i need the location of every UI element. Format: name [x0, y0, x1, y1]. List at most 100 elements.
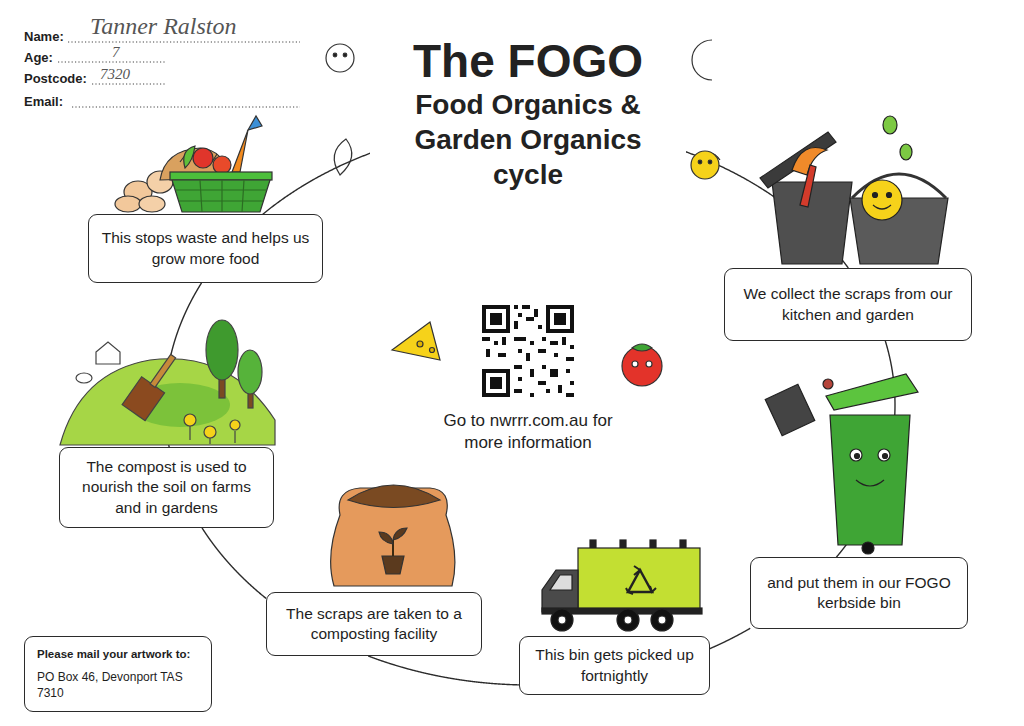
doodle-decoration: [691, 151, 719, 179]
farm-scene: [206, 320, 238, 380]
garbage-truck: [658, 616, 666, 624]
qr-code: [546, 305, 574, 333]
cycle-arc: [202, 528, 266, 598]
doodle-decoration: [326, 44, 354, 72]
form-field-line: [58, 42, 300, 107]
wheelie-bin: [850, 449, 862, 461]
address-heading: Please mail your artwork to:: [37, 647, 190, 663]
wheelie-bin: [856, 480, 884, 486]
qr-code: [490, 377, 502, 389]
farm-scene: [60, 320, 275, 445]
doodle-decoration: [392, 322, 440, 360]
garbage-truck: [650, 540, 656, 548]
food-basket: [170, 172, 272, 180]
kitchen-caddy: [700, 116, 948, 264]
garbage-truck: [578, 548, 700, 610]
doodle-decoration: [632, 344, 652, 351]
garbage-truck: [620, 540, 626, 548]
step-box: The scraps are taken to a composting fac…: [266, 592, 482, 656]
doodle-decoration: [708, 160, 712, 164]
form-field-line: [92, 84, 165, 85]
compost-sack: [379, 532, 393, 544]
kitchen-caddy: [760, 132, 836, 188]
kitchen-caddy: [873, 193, 878, 198]
garbage-truck: [651, 609, 673, 631]
food-basket: [115, 196, 141, 212]
doodle-decoration: [417, 341, 423, 347]
step-box: We collect the scraps from our kitchen a…: [724, 268, 972, 341]
garbage-truck: [551, 609, 573, 631]
handwritten-entry: 7: [112, 44, 120, 61]
food-basket: [139, 196, 165, 212]
address-box: Please mail your artwork to:PO Box 46, D…: [24, 636, 212, 712]
garbage-truck: [680, 540, 686, 548]
kitchen-caddy: [900, 144, 912, 160]
garbage-truck: [558, 616, 566, 624]
step-box: This stops waste and helps us grow more …: [88, 214, 323, 283]
doodle-decoration: [334, 139, 352, 175]
step-text: This stops waste and helps us grow more …: [99, 228, 312, 268]
kitchen-caddy: [800, 165, 816, 207]
garbage-truck: [542, 570, 578, 612]
step-text: and put them in our FOGO kerbside bin: [761, 573, 957, 613]
garbage-truck: [628, 570, 652, 592]
handwritten-entry: 7320: [100, 66, 130, 83]
garbage-truck: [617, 609, 639, 631]
doodle-decoration: [646, 361, 652, 367]
farm-scene: [96, 342, 120, 364]
doodle-decoration: [692, 40, 712, 80]
garbage-truck: [624, 616, 632, 624]
doodle-decoration: [698, 160, 702, 164]
website-note: Go to nwrrr.com.au for more information: [423, 410, 633, 454]
farm-scene: [238, 350, 262, 394]
doodle-decoration: [430, 348, 435, 353]
step-box: The compost is used to nourish the soil …: [59, 447, 274, 528]
food-basket: [172, 180, 270, 212]
form-field-line: [58, 62, 165, 63]
kitchen-caddy: [862, 180, 902, 220]
step-box: This bin gets picked up fortnightly: [519, 636, 710, 695]
field-label: Postcode:: [24, 71, 87, 87]
garbage-truck: [542, 540, 702, 631]
wheelie-bin: [855, 454, 860, 459]
qr-code: [482, 305, 574, 397]
qr-code: [490, 313, 502, 325]
farm-scene: [76, 373, 92, 383]
qr-code: [482, 305, 574, 397]
farm-scene: [150, 354, 176, 387]
wheelie-bin: [823, 379, 833, 389]
wheelie-bin: [830, 415, 910, 545]
step-text: The compost is used to nourish the soil …: [70, 457, 263, 517]
food-basket: [176, 180, 266, 212]
wheelie-bin: [765, 384, 815, 435]
farm-scene: [204, 426, 216, 438]
farm-scene: [230, 420, 240, 430]
form-field-line: [72, 107, 300, 108]
diagram-title: The FOGO Food Organics & Garden Organics…: [370, 36, 686, 192]
food-basket: [213, 156, 231, 174]
cycle-arc: [368, 656, 519, 685]
farm-scene: [184, 414, 196, 426]
qr-code: [550, 309, 570, 329]
food-basket: [184, 146, 195, 168]
step-text: This bin gets picked up fortnightly: [530, 645, 699, 685]
step-text: We collect the scraps from our kitchen a…: [735, 284, 961, 324]
qr-code: [554, 313, 566, 325]
cycle-arc: [710, 628, 750, 648]
field-label: Age:: [24, 50, 53, 66]
kitchen-caddy: [883, 116, 897, 134]
qr-code: [486, 373, 506, 393]
kitchen-caddy: [772, 182, 852, 264]
doodle-decoration: [622, 346, 662, 386]
garbage-truck: [590, 540, 596, 548]
compost-sack: [331, 485, 455, 586]
step-text: The scraps are taken to a composting fac…: [277, 604, 471, 644]
wheelie-bin: [862, 542, 874, 554]
qr-code: [482, 305, 510, 333]
qr-code: [486, 309, 506, 329]
step-box: and put them in our FOGO kerbside bin: [750, 557, 968, 629]
food-basket: [115, 116, 272, 212]
garbage-truck: [626, 566, 656, 594]
wheelie-bin: [878, 449, 890, 461]
doodle-decoration: [333, 53, 337, 57]
